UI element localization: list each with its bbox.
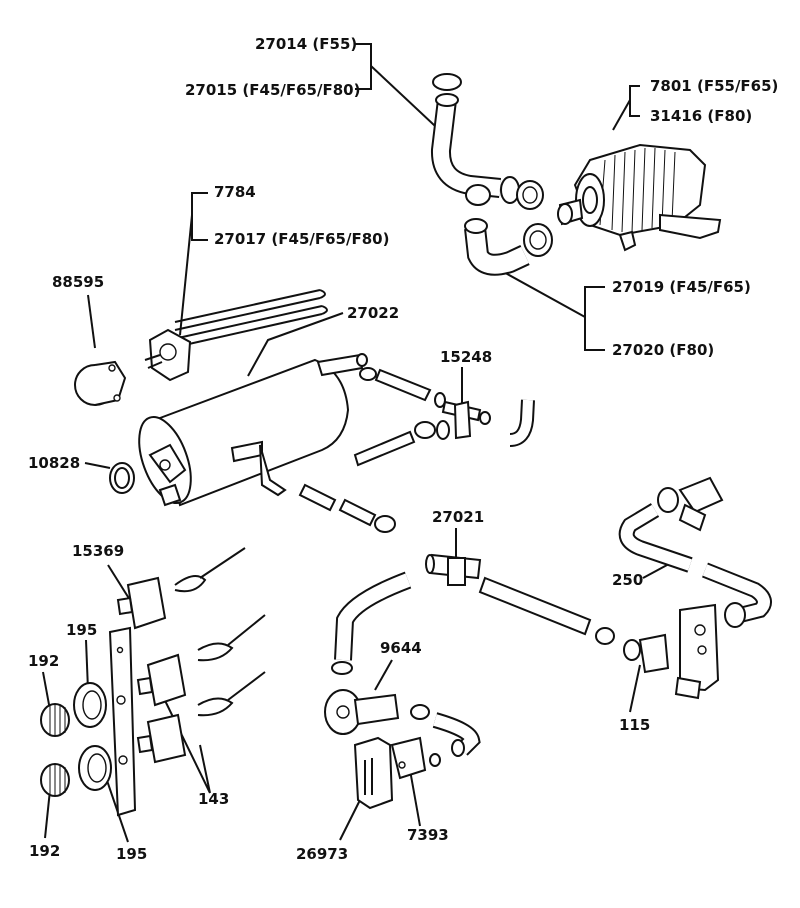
tank-27022 (138, 353, 368, 507)
water-pump (557, 143, 722, 252)
label-250: 250 (612, 571, 643, 589)
o-ring-10828 (109, 462, 135, 494)
hose-27014 (431, 73, 544, 210)
label-27020: 27020 (F80) (612, 341, 714, 359)
label-15369: 15369 (72, 542, 124, 560)
label-195-bottom: 195 (116, 845, 147, 863)
label-192-top: 192 (28, 652, 59, 670)
switch-143-top (136, 614, 266, 707)
tee-27021 (331, 553, 615, 675)
label-115: 115 (619, 716, 650, 734)
label-7393: 7393 (407, 826, 449, 844)
label-7784: 7784 (214, 183, 256, 201)
cover-88595 (74, 360, 127, 406)
heating-element (144, 289, 328, 382)
bezel-195-top (73, 682, 107, 728)
label-27019: 27019 (F45/F65) (612, 278, 751, 296)
label-27022: 27022 (347, 304, 399, 322)
label-27021: 27021 (432, 508, 484, 526)
valve-115 (623, 603, 720, 700)
knob-192-bottom (40, 763, 70, 797)
label-15248: 15248 (440, 348, 492, 366)
bracket-7393 (390, 736, 441, 780)
label-27017: 27017 (F45/F65/F80) (214, 230, 389, 248)
bracket-26973 (353, 736, 394, 810)
label-88595: 88595 (52, 273, 104, 291)
mounting-strip (108, 626, 137, 817)
switch-143-bottom (136, 671, 266, 764)
switch-15369 (116, 547, 246, 630)
valve-9644 (324, 689, 481, 757)
bezel-195-bottom (78, 745, 112, 791)
label-27014: 27014 (F55) (255, 35, 357, 53)
label-27015: 27015 (F45/F65/F80) (185, 81, 360, 99)
knob-192-top (40, 703, 70, 737)
label-31416: 31416 (F80) (650, 107, 752, 125)
valve-250 (618, 476, 772, 628)
tee-15248 (298, 367, 535, 533)
label-10828: 10828 (28, 454, 80, 472)
label-26973: 26973 (296, 845, 348, 863)
label-195-top: 195 (66, 621, 97, 639)
label-143: 143 (198, 790, 229, 808)
label-7801: 7801 (F55/F65) (650, 77, 778, 95)
hose-27019 (464, 218, 553, 276)
label-192-bottom: 192 (29, 842, 60, 860)
label-9644: 9644 (380, 639, 422, 657)
